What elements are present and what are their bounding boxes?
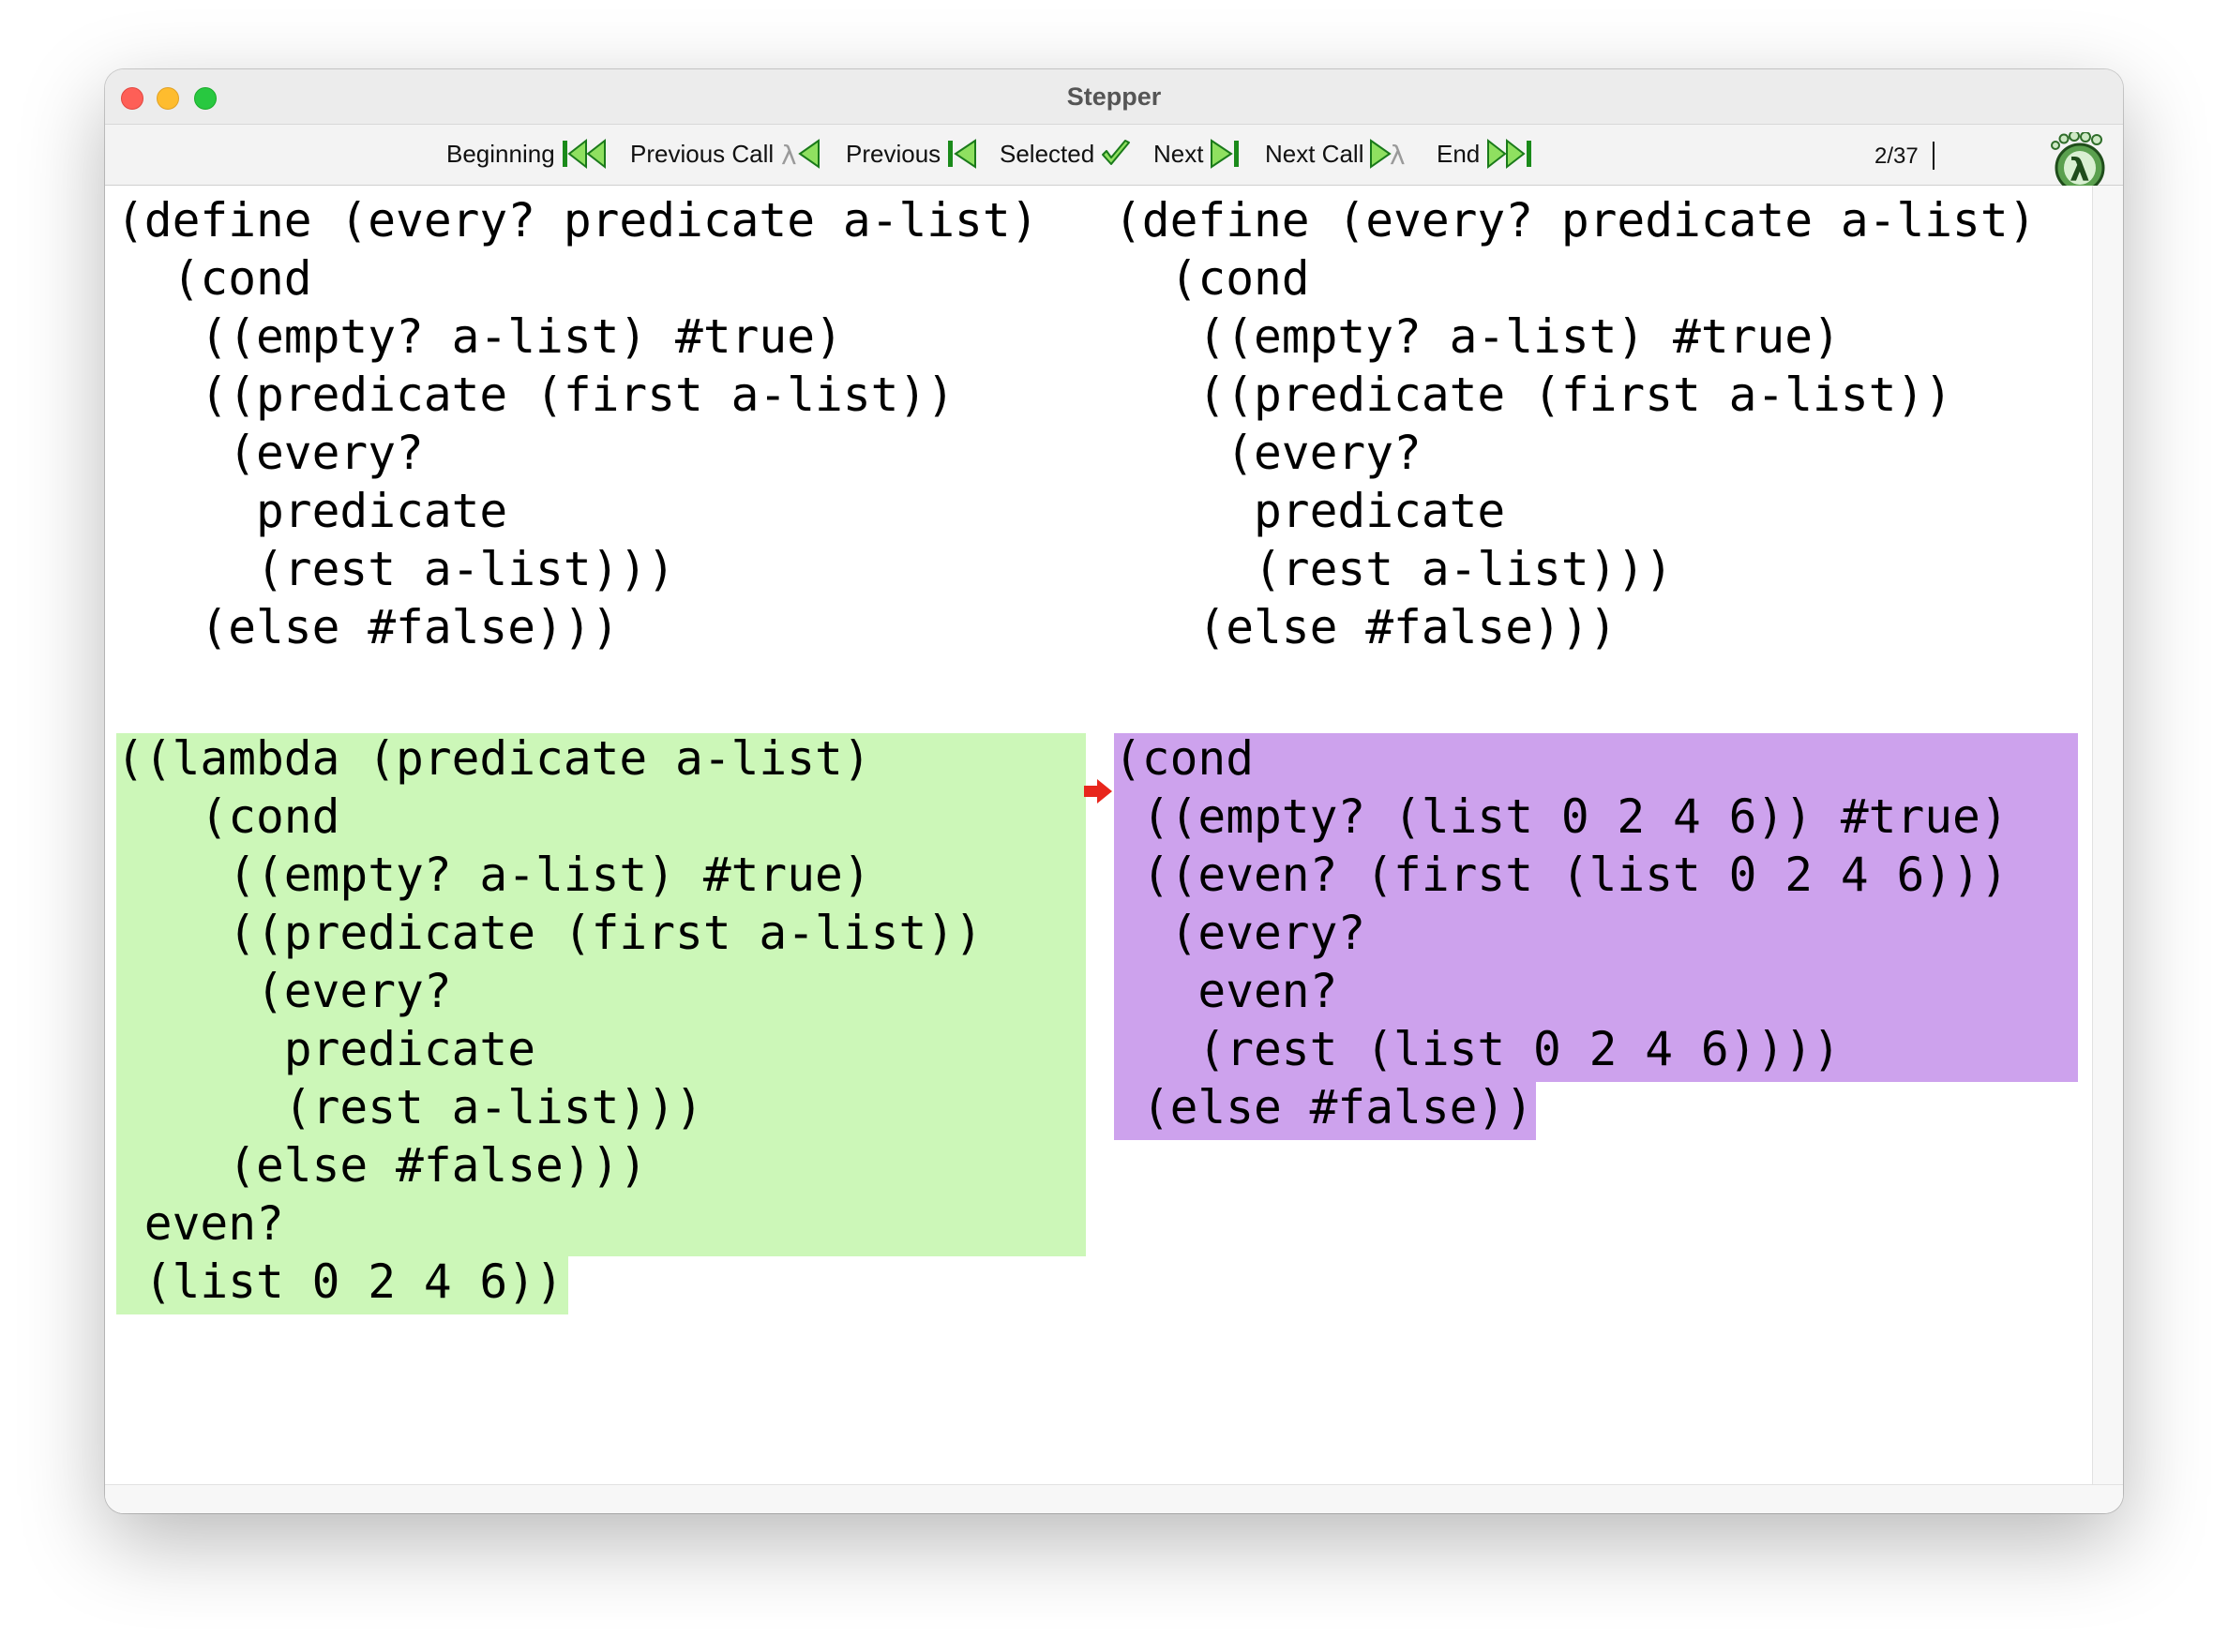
contractum-highlight-last-line	[1114, 1082, 1536, 1140]
previous-button[interactable]: Previous	[846, 138, 978, 170]
close-window-button[interactable]	[121, 87, 143, 110]
previous-call-icon: λ	[779, 138, 820, 170]
next-call-icon: λ	[1369, 138, 1410, 170]
horizontal-scrollbar[interactable]	[105, 1484, 2123, 1513]
contractum-code: (cond ((empty? (list 0 2 4 6)) #true) ((…	[1114, 731, 2009, 1134]
contractum-highlight	[1114, 733, 2078, 1082]
zoom-window-button[interactable]	[194, 87, 217, 110]
stepper-toolbar: Beginning Previous Call λ Previous	[105, 125, 2123, 193]
previous-call-label: Previous Call	[630, 139, 775, 168]
stepper-content: (define (every? predicate a-list) (cond …	[105, 186, 2093, 1513]
step-arrow-icon	[1082, 778, 1114, 809]
end-label: End	[1437, 139, 1481, 168]
title-bar: Stepper	[105, 69, 2123, 125]
redex-highlight	[116, 733, 1086, 1256]
svg-text:λ: λ	[781, 140, 797, 170]
selected-label: Selected	[1000, 139, 1095, 168]
minimize-window-button[interactable]	[157, 87, 179, 110]
selected-button[interactable]: Selected	[1000, 138, 1132, 170]
step-back-icon	[946, 138, 978, 170]
skip-to-end-icon	[1485, 138, 1534, 170]
before-context-code: (define (every? predicate a-list) (cond …	[116, 193, 1039, 654]
vertical-scrollbar[interactable]	[2092, 186, 2123, 1513]
next-button[interactable]: Next	[1153, 138, 1241, 170]
step-forward-icon	[1209, 138, 1241, 170]
window-title: Stepper	[1066, 83, 1162, 111]
end-button[interactable]: End	[1437, 138, 1534, 170]
previous-label: Previous	[846, 139, 941, 168]
beginning-button[interactable]: Beginning	[446, 138, 610, 170]
svg-text:λ: λ	[2070, 152, 2090, 189]
next-call-button[interactable]: Next Call λ	[1265, 138, 1410, 170]
beginning-label: Beginning	[446, 139, 555, 168]
previous-call-button[interactable]: Previous Call λ	[630, 138, 820, 170]
redex-code: ((lambda (predicate a-list) (cond ((empt…	[116, 731, 983, 1309]
redex-highlight-last-line	[116, 1256, 568, 1314]
next-label: Next	[1153, 139, 1204, 168]
racket-stepper-logo-icon: λ	[2048, 130, 2114, 199]
svg-text:λ: λ	[1390, 140, 1406, 170]
text-caret	[1933, 142, 1934, 170]
after-context-code: (define (every? predicate a-list) (cond …	[1114, 193, 2037, 654]
skip-to-start-icon	[561, 138, 610, 170]
step-counter[interactable]: 2/37	[1874, 143, 1919, 169]
checkmark-icon	[1100, 138, 1132, 170]
next-call-label: Next Call	[1265, 139, 1364, 168]
stepper-window: Stepper Beginning Previous Call λ	[105, 69, 2123, 1513]
